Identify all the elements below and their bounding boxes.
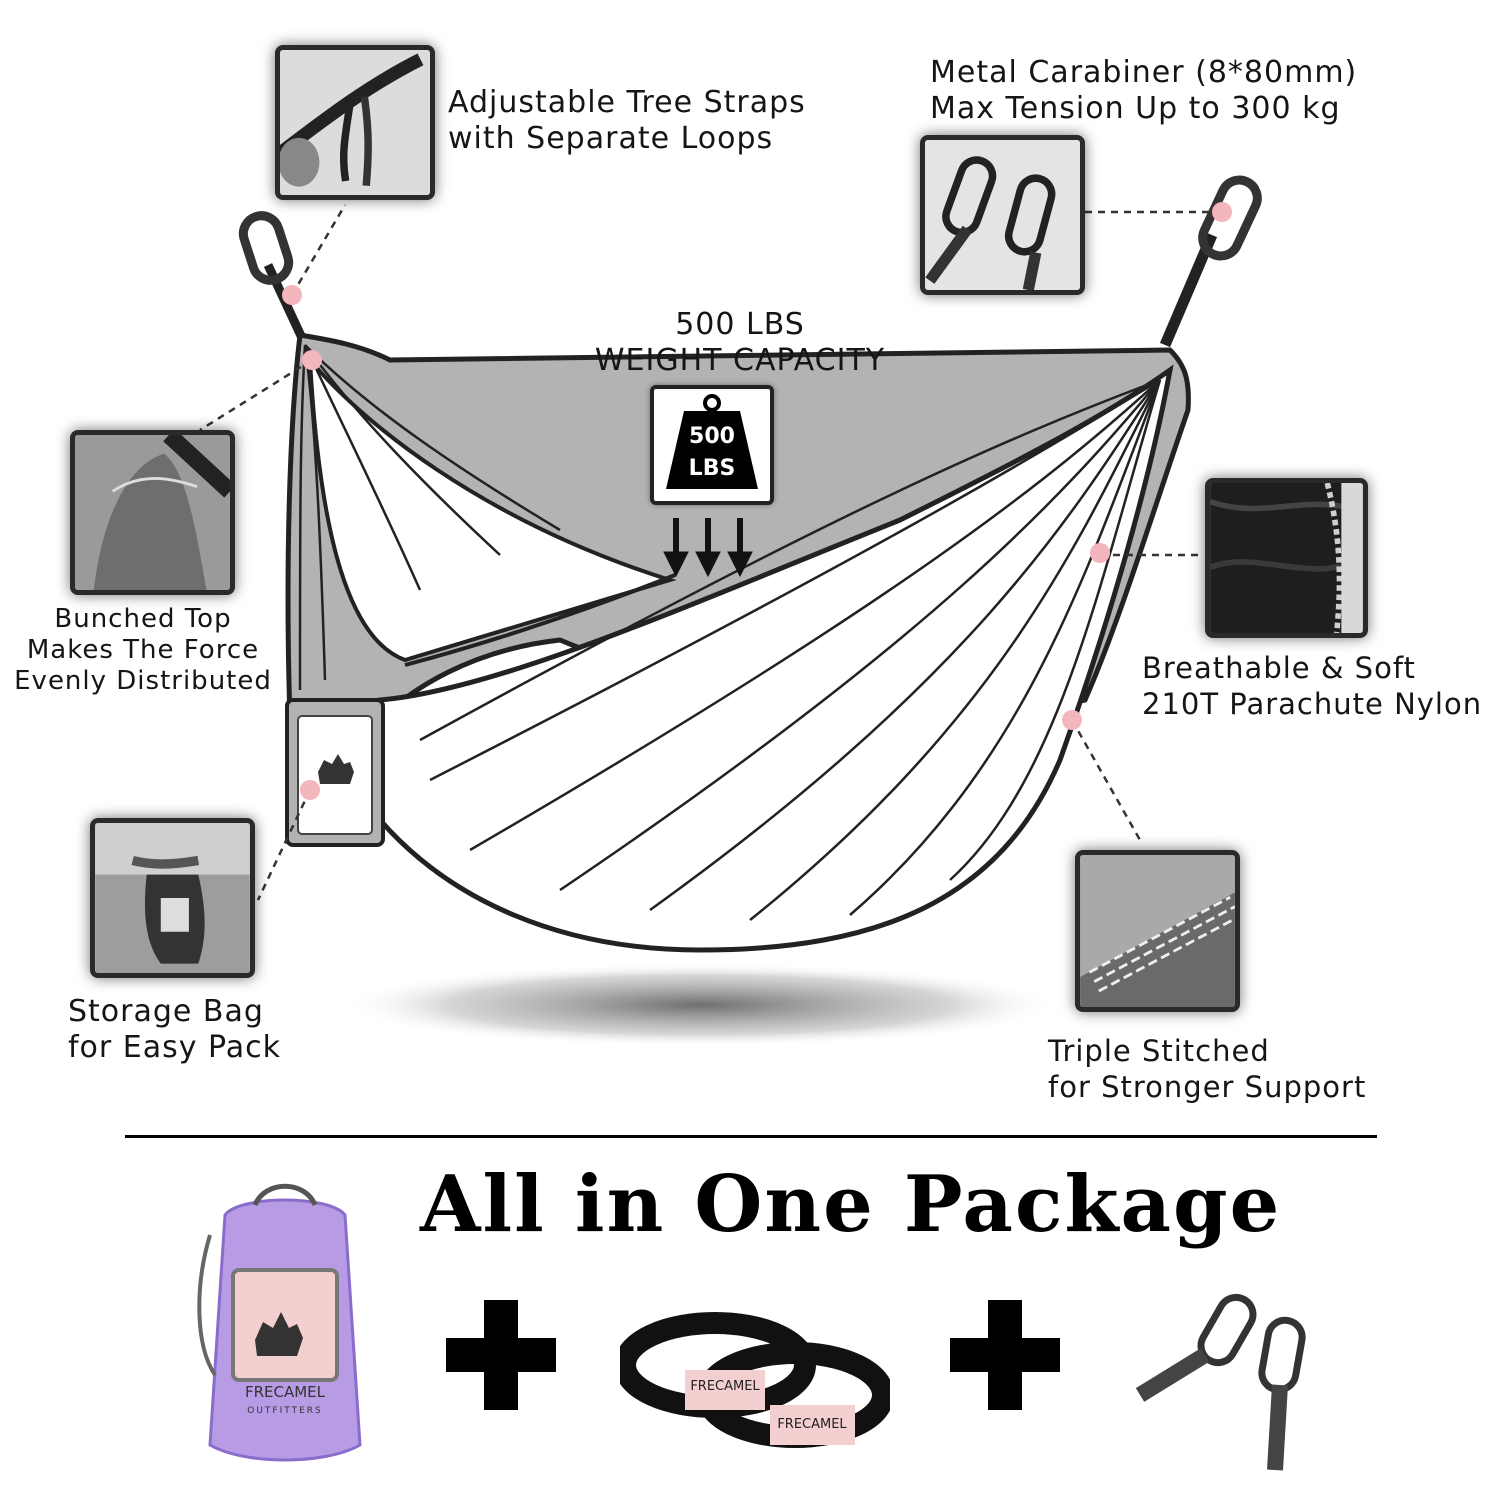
weight-bottom-text: LBS: [689, 456, 736, 481]
nylon-line2: 210T Parachute Nylon: [1142, 687, 1483, 721]
bunched-top-line1: Bunched Top: [54, 604, 232, 634]
plus-icon-2: [950, 1300, 1060, 1410]
storage-bag-photo-icon: [95, 823, 250, 973]
fabric-lines-left: [298, 344, 561, 691]
nylon-fabric-photo-icon: [1210, 483, 1363, 633]
carabiner-caption: Metal Carabiner (8*80mm) Max Tension Up …: [930, 55, 1357, 127]
storage-bag-line1: Storage Bag: [68, 994, 264, 1029]
tree-straps-caption: Adjustable Tree Straps with Separate Loo…: [448, 85, 806, 157]
storage-bag-thumb: [90, 818, 255, 978]
nylon-thumb: [1205, 478, 1368, 638]
tree-straps-line2: with Separate Loops: [448, 121, 774, 156]
weight-top-text: 500: [689, 424, 735, 449]
fabric-lines-right: [419, 378, 1162, 921]
stitching-caption: Triple Stitched for Stronger Support: [1048, 1033, 1366, 1105]
bunched-top-caption: Bunched Top Makes The Force Evenly Distr…: [12, 604, 274, 697]
package-carabiners: [1130, 1285, 1340, 1475]
storage-bag-caption: Storage Bag for Easy Pack: [68, 994, 281, 1066]
tree-strap-thumb: [275, 45, 435, 200]
package-storage-bag: FRECAMEL OUTFITTERS: [185, 1175, 385, 1475]
bunched-top-line2: Makes The Force: [26, 635, 260, 665]
bag-sub-text: OUTFITTERS: [247, 1406, 323, 1416]
strap-brand-text-2: FRECAMEL: [777, 1417, 847, 1432]
carabiner-line1: Metal Carabiner (8*80mm): [930, 55, 1358, 90]
tree-strap-photo-icon: [280, 50, 430, 195]
package-headline: All in One Package: [420, 1159, 1282, 1250]
leader-lines: [199, 204, 1222, 901]
hammock-front-panel: [377, 364, 1174, 953]
bunched-top-photo-icon: [75, 435, 230, 590]
right-strap: [1159, 175, 1262, 348]
stitching-photo-icon: [1080, 855, 1235, 1007]
stitching-line2: for Stronger Support: [1048, 1070, 1367, 1104]
capacity-line1: 500 LBS: [675, 307, 805, 342]
tree-straps-line1: Adjustable Tree Straps: [448, 85, 806, 120]
strap-brand-text-1: FRECAMEL: [690, 1379, 760, 1394]
nylon-line1: Breathable & Soft: [1142, 651, 1416, 685]
capacity-line2: WEIGHT CAPACITY: [594, 343, 886, 378]
package-tree-straps: FRECAMEL FRECAMEL: [614, 1290, 894, 1470]
stitching-thumb: [1075, 850, 1240, 1012]
pink-markers: [282, 202, 1232, 800]
section-divider: [125, 1135, 1377, 1138]
plus-icon-1: [446, 1300, 556, 1410]
nylon-caption: Breathable & Soft 210T Parachute Nylon: [1142, 650, 1482, 722]
carabiner-line2: Max Tension Up to 300 kg: [930, 91, 1341, 126]
weight-arrows: [663, 518, 753, 578]
capacity-caption: 500 LBS WEIGHT CAPACITY: [590, 307, 890, 379]
carabiner-thumb: [920, 135, 1085, 295]
bunched-top-line3: Evenly Distributed: [14, 666, 272, 696]
carabiner-photo-icon: [925, 140, 1080, 290]
bag-brand-text: FRECAMEL: [245, 1383, 326, 1401]
storage-bag-line2: for Easy Pack: [68, 1030, 282, 1065]
bunched-top-thumb: [70, 430, 235, 595]
ground-shadow: [340, 963, 1060, 1047]
stitching-line1: Triple Stitched: [1048, 1034, 1270, 1068]
storage-bag-icon: FRECAMEL OUTFITTERS: [197, 1183, 362, 1462]
left-strap: [238, 211, 307, 340]
weight-capacity-box: 500 LBS: [650, 385, 774, 505]
hammock-pouch: [285, 698, 385, 847]
carabiners-icon: [1135, 1293, 1306, 1471]
weight-icon: 500 LBS: [666, 394, 758, 489]
tree-straps-icon: FRECAMEL FRECAMEL: [614, 1312, 894, 1448]
